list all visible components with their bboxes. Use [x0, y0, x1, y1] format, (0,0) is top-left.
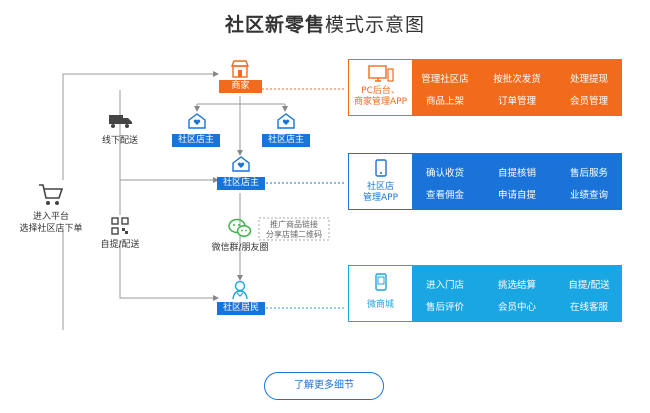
feature-item: 自提核销 — [497, 168, 536, 179]
feature-item: 查看佣金 — [425, 190, 464, 201]
learn-more-button[interactable]: 了解更多细节 — [264, 372, 384, 400]
feature-item: 申请自提 — [497, 190, 536, 201]
feature-item: 售后评价 — [425, 302, 464, 313]
panel-merchant-features: 管理社区店 按批次发货 处理提现 商品上架 订单管理 会员管理 — [413, 59, 622, 116]
enter-platform-line1: 进入平台 — [32, 212, 69, 222]
feature-item: 会员中心 — [497, 302, 536, 313]
feature-item: 自提/配送 — [568, 280, 610, 291]
cart-icon — [39, 184, 64, 205]
promo-text-2: 分享店铺二维码 — [266, 230, 322, 239]
leader-node-left: 社区店主 — [172, 134, 220, 147]
house-heart-icon — [188, 113, 206, 129]
promo-box — [258, 217, 330, 241]
feature-item: 挑选结算 — [497, 280, 536, 291]
panel-resident-title-1: 微商城 — [366, 300, 394, 310]
qr-code-icon — [111, 217, 129, 235]
title-bold: 社区新零售 — [224, 14, 325, 36]
feature-item: 确认收货 — [425, 168, 464, 179]
wechat-icon — [228, 218, 252, 237]
feature-item: 处理提现 — [569, 74, 608, 85]
promo-text-1: 推广商品链接 — [270, 220, 318, 229]
panel-leader-title-2: 管理APP — [362, 193, 398, 203]
panel-merchant-title-2: 商家管理APP — [353, 97, 407, 107]
merchant-node: 商家 — [219, 80, 262, 93]
feature-item: 按批次发货 — [493, 74, 541, 85]
title-light: 模式示意图 — [325, 14, 426, 36]
enter-platform-line2: 选择社区店下单 — [19, 224, 83, 234]
line-cart-to-merchant — [62, 71, 219, 180]
panel-resident-features: 进入门店 挑选结算 自提/配送 售后评价 会员中心 在线客服 — [413, 265, 622, 322]
store-icon — [230, 60, 250, 78]
resident-node: 社区居民 — [217, 302, 265, 315]
house-heart-icon — [232, 156, 250, 172]
pickup-delivery-label: 自提/配送 — [100, 240, 140, 250]
panel-merchant-left: PC后台、 商家管理APP — [348, 59, 413, 116]
phone-icon — [375, 273, 387, 291]
resident-icon — [232, 280, 248, 300]
feature-item: 商品上架 — [425, 96, 464, 107]
truck-icon — [109, 115, 132, 128]
panel-merchant-title-1: PC后台、 — [361, 86, 400, 96]
feature-item: 售后服务 — [569, 168, 608, 179]
leader-node-main: 社区店主 — [217, 177, 265, 190]
feature-item: 订单管理 — [497, 96, 536, 107]
offline-delivery-label: 线下配送 — [101, 136, 138, 146]
line-pickup — [119, 240, 219, 301]
phone-icon — [375, 159, 387, 177]
panel-leader-title-1: 社区店 — [366, 182, 394, 192]
panel-leader-left: 社区店 管理APP — [348, 153, 413, 210]
house-heart-icon — [277, 113, 295, 129]
leader-node-right: 社区店主 — [262, 134, 310, 147]
panel-leader-features: 确认收货 自提核销 售后服务 查看佣金 申请自提 业绩查询 — [413, 153, 622, 210]
feature-item: 业绩查询 — [569, 190, 608, 201]
wechat-group-label: 微信群/朋友圈 — [211, 243, 269, 253]
panel-resident-left: 微商城 — [348, 265, 413, 322]
desktop-icon — [368, 65, 394, 82]
feature-item: 进入门店 — [425, 280, 464, 291]
feature-item: 在线客服 — [569, 302, 608, 313]
feature-item: 会员管理 — [569, 96, 608, 107]
feature-item: 管理社区店 — [421, 74, 469, 85]
page-title: 社区新零售模式示意图 — [0, 10, 650, 37]
